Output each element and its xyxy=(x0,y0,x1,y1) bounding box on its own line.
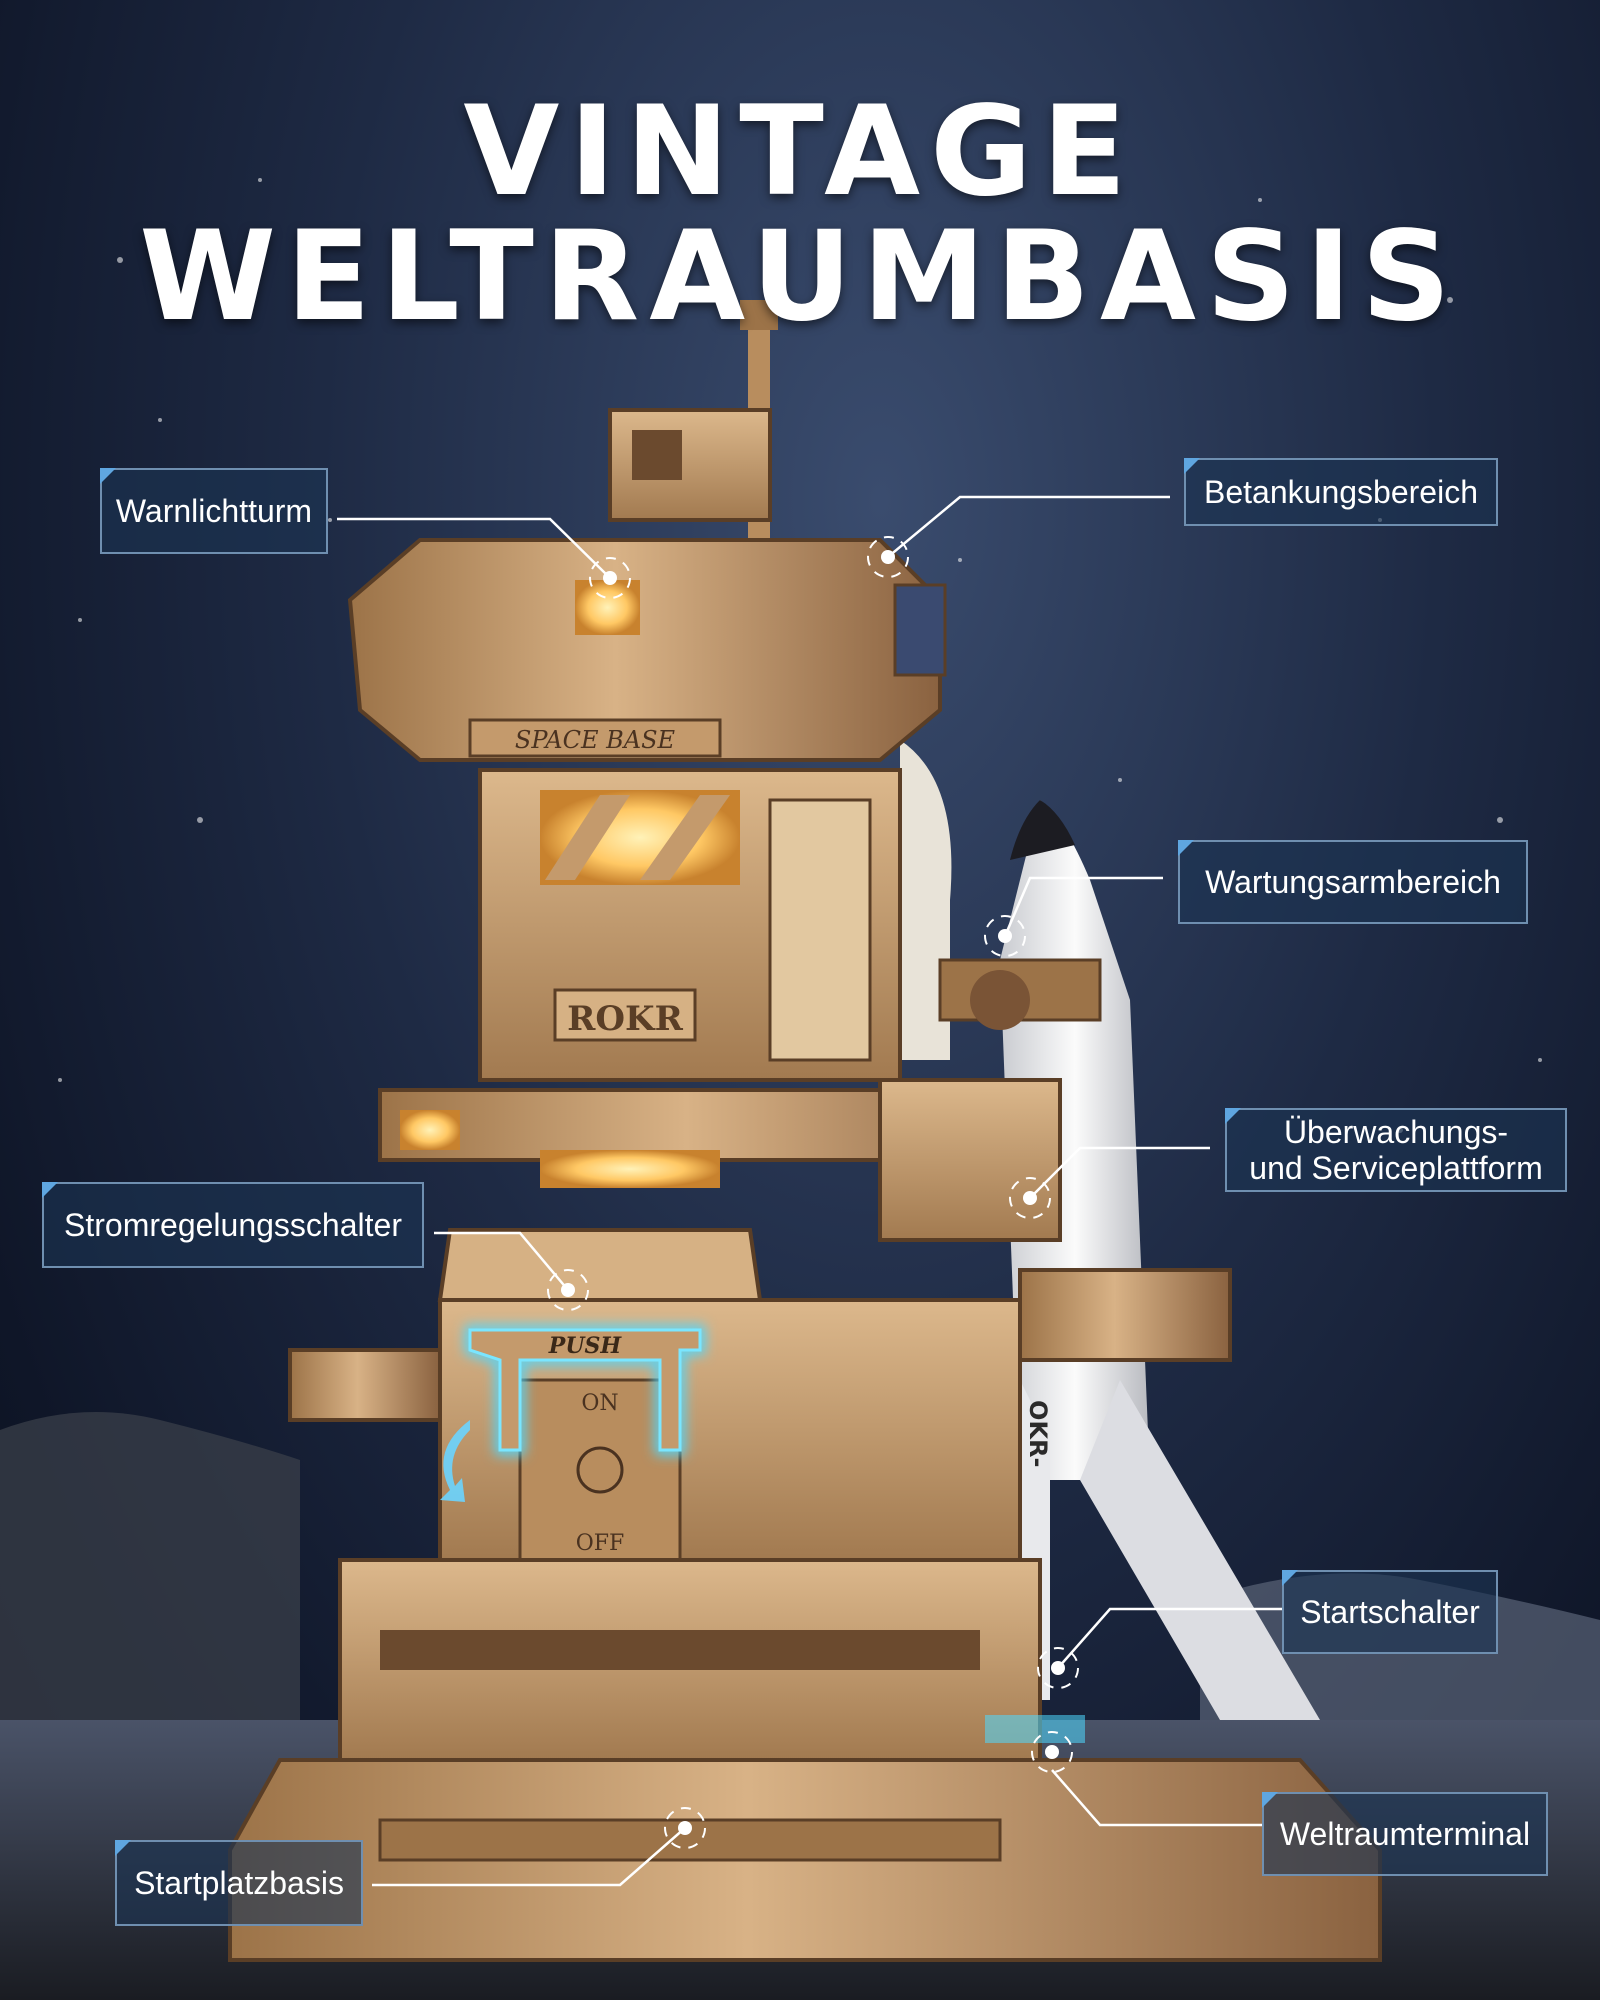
side-text: OKR- xyxy=(1024,1400,1052,1467)
switch-on-label: ON xyxy=(581,1391,618,1416)
brand-rokr-label: ROKR xyxy=(567,999,683,1039)
page-title-line-2: WELTRAUMBASIS xyxy=(139,205,1461,349)
callout-stromregelungsschalter: Stromregelungsschalter xyxy=(42,1182,424,1268)
callout-ueberwachung: Überwachungs- und Serviceplattform xyxy=(1225,1108,1567,1192)
callout-warnlichtturm: Warnlichtturm xyxy=(100,468,328,554)
callout-betankungsbereich: Betankungsbereich xyxy=(1184,458,1498,526)
bolt-icon xyxy=(576,1446,624,1494)
launch-tower-model: SPACE BASE ROKR ON OFF PUSH xyxy=(228,300,1382,1962)
push-label: PUSH xyxy=(548,1333,623,1359)
callout-ueberwachung-line1: Überwachungs- xyxy=(1283,1114,1509,1150)
leader-lines xyxy=(337,495,1282,1887)
marker-dots xyxy=(547,536,1079,1849)
page-title-line-1: VINTAGE xyxy=(463,80,1137,224)
switch-off-label: OFF xyxy=(576,1531,625,1556)
callout-startplatzbasis: Startplatzbasis xyxy=(115,1840,363,1926)
callout-ueberwachung-line2: und Serviceplattform xyxy=(1249,1150,1543,1186)
callout-startschalter: Startschalter xyxy=(1282,1570,1498,1654)
space-base-label: SPACE BASE xyxy=(515,726,676,754)
neon-push-switch: PUSH xyxy=(465,1325,705,1455)
callout-weltraumterminal: Weltraumterminal xyxy=(1262,1792,1548,1876)
callout-wartungsarmbereich: Wartungsarmbereich xyxy=(1178,840,1528,924)
curved-arrow-icon xyxy=(440,1420,470,1502)
